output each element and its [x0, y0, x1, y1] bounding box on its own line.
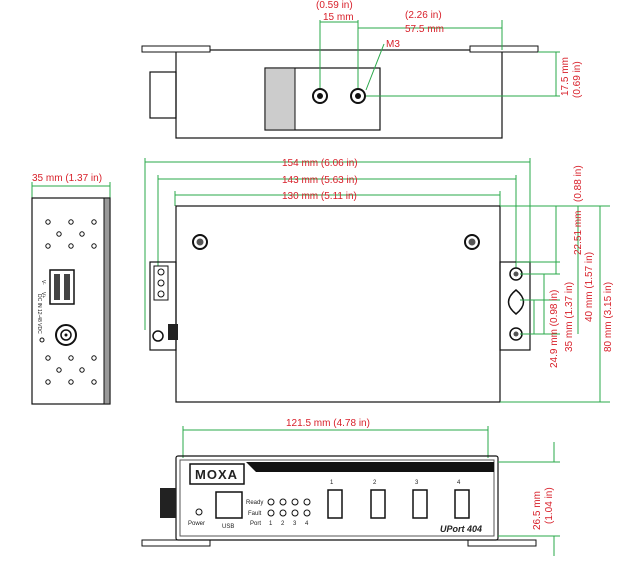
dim-15-mm: 15 mm: [323, 12, 354, 23]
moxa-logo-text: MOXA: [195, 467, 238, 482]
top-view-connector: [149, 71, 177, 119]
top-view-m3-leader: [365, 43, 385, 91]
side-view-polarity-icon: [39, 337, 45, 343]
dim-2251: 22.51 mm: [573, 211, 584, 255]
side-view-edge: [103, 197, 111, 405]
usb-port-4: [454, 489, 470, 519]
led-num-4: 4: [305, 521, 309, 527]
dim-157: 40 mm (1.57 in): [584, 252, 595, 322]
top-view-bracket-clip: [264, 67, 296, 131]
side-view: 35 mm (1.37 in) V- V+ DC IN 12-48 VDC: [31, 173, 111, 405]
led-num-2: 2: [281, 521, 285, 527]
ready-leds: [267, 498, 311, 506]
side-view-v-plus: V+: [40, 292, 46, 298]
front-view-flange-left: [141, 539, 211, 547]
top-view-screw-1-hole: [317, 93, 323, 99]
side-view-dc-jack-pin: [64, 333, 68, 337]
power-led: [195, 508, 203, 516]
bottom-view-mount-right: [499, 261, 531, 351]
dim-226-in: (2.26 in): [405, 10, 442, 21]
side-view-terminal-pin-1: [54, 274, 60, 300]
dim-098: 24.9 mm (0.98 in): [549, 290, 560, 368]
dim-575-mm: 57.5 mm: [405, 24, 444, 35]
side-view-vent-top: [45, 219, 97, 249]
ready-label: Ready: [246, 500, 263, 506]
bottom-view-mount-hole-left: [152, 330, 164, 342]
port-num-4: 4: [457, 480, 461, 486]
power-label: Power: [188, 521, 205, 527]
front-view-height-in: (1.04 in): [544, 487, 555, 524]
bottom-view-foot-left-inner: [196, 238, 204, 246]
front-view-top-stripe: [246, 462, 494, 472]
bottom-view-terminal-screw-1: [157, 268, 165, 276]
fault-leds: [267, 509, 311, 517]
dim-059-in: (0.59 in): [316, 0, 353, 11]
port-num-1: 1: [330, 480, 334, 486]
bottom-view-mount-hole-right-top-inner: [513, 271, 519, 277]
dim-088: (0.88 in): [573, 165, 584, 202]
side-view-v-minus: V-: [40, 280, 46, 285]
bottom-view-body: [175, 205, 501, 403]
bottom-view-foot-right-inner: [468, 238, 476, 246]
dim-137: 35 mm (1.37 in): [564, 282, 575, 352]
front-view-bezel: [179, 459, 495, 537]
front-view-flange-right: [467, 539, 537, 547]
bottom-view-keyhole: [507, 289, 525, 315]
dim-069-in: (0.69 in): [572, 61, 583, 98]
port-label: Port: [250, 521, 261, 527]
top-view-body: [175, 49, 503, 139]
bottom-view-terminal-screw-3: [157, 290, 165, 298]
led-num-1: 1: [269, 521, 273, 527]
usb-port: [215, 491, 243, 519]
top-view-flange-right: [469, 45, 539, 53]
front-view-width-dim: 121.5 mm (4.78 in): [286, 418, 370, 429]
product-name: UPort 404: [440, 524, 482, 534]
bottom-view-dc-plug: [168, 324, 178, 340]
usb-port-3: [412, 489, 428, 519]
bottom-view-mount-hole-right-bottom-inner: [513, 331, 519, 337]
side-view-vent-bottom: [45, 355, 97, 385]
bottom-view: 154 mm (6.06 in) 143 mm (5.63 in) 130 mm…: [144, 158, 614, 403]
port-num-2: 2: [373, 480, 377, 486]
top-view-flange-left: [141, 45, 211, 53]
dim-175-mm: 17.5 mm: [560, 57, 571, 96]
top-view-screw-2-hole: [355, 93, 361, 99]
m3-label: M3: [386, 39, 400, 50]
front-view: 121.5 mm (4.78 in) MOXA Power USB Ready …: [141, 418, 560, 556]
dim-143: 143 mm (5.63 in): [282, 175, 358, 186]
side-view-terminal-pin-2: [64, 274, 70, 300]
fault-label: Fault: [248, 511, 262, 517]
front-view-height-mm: 26.5 mm: [532, 491, 543, 530]
usb-label: USB: [222, 524, 234, 530]
usb-port-2: [370, 489, 386, 519]
side-view-power-label: DC IN 12-48 VDC: [36, 294, 42, 334]
front-view-dc-connector: [160, 488, 176, 518]
dim-154: 154 mm (6.06 in): [282, 158, 358, 169]
top-view: (0.59 in) 15 mm (2.26 in) 57.5 mm M3 17.…: [141, 0, 583, 139]
led-num-3: 3: [293, 521, 297, 527]
dim-315: 80 mm (3.15 in): [603, 282, 614, 352]
port-num-3: 3: [415, 480, 419, 486]
dim-130: 130 mm (5.11 in): [282, 191, 357, 202]
usb-port-1: [327, 489, 343, 519]
moxa-logo: [189, 463, 245, 485]
side-view-width-dim: 35 mm (1.37 in): [32, 173, 102, 184]
bottom-view-terminal-screw-2: [157, 279, 165, 287]
side-view-terminal-block: [49, 269, 75, 305]
bottom-view-mount-left: [149, 261, 177, 351]
